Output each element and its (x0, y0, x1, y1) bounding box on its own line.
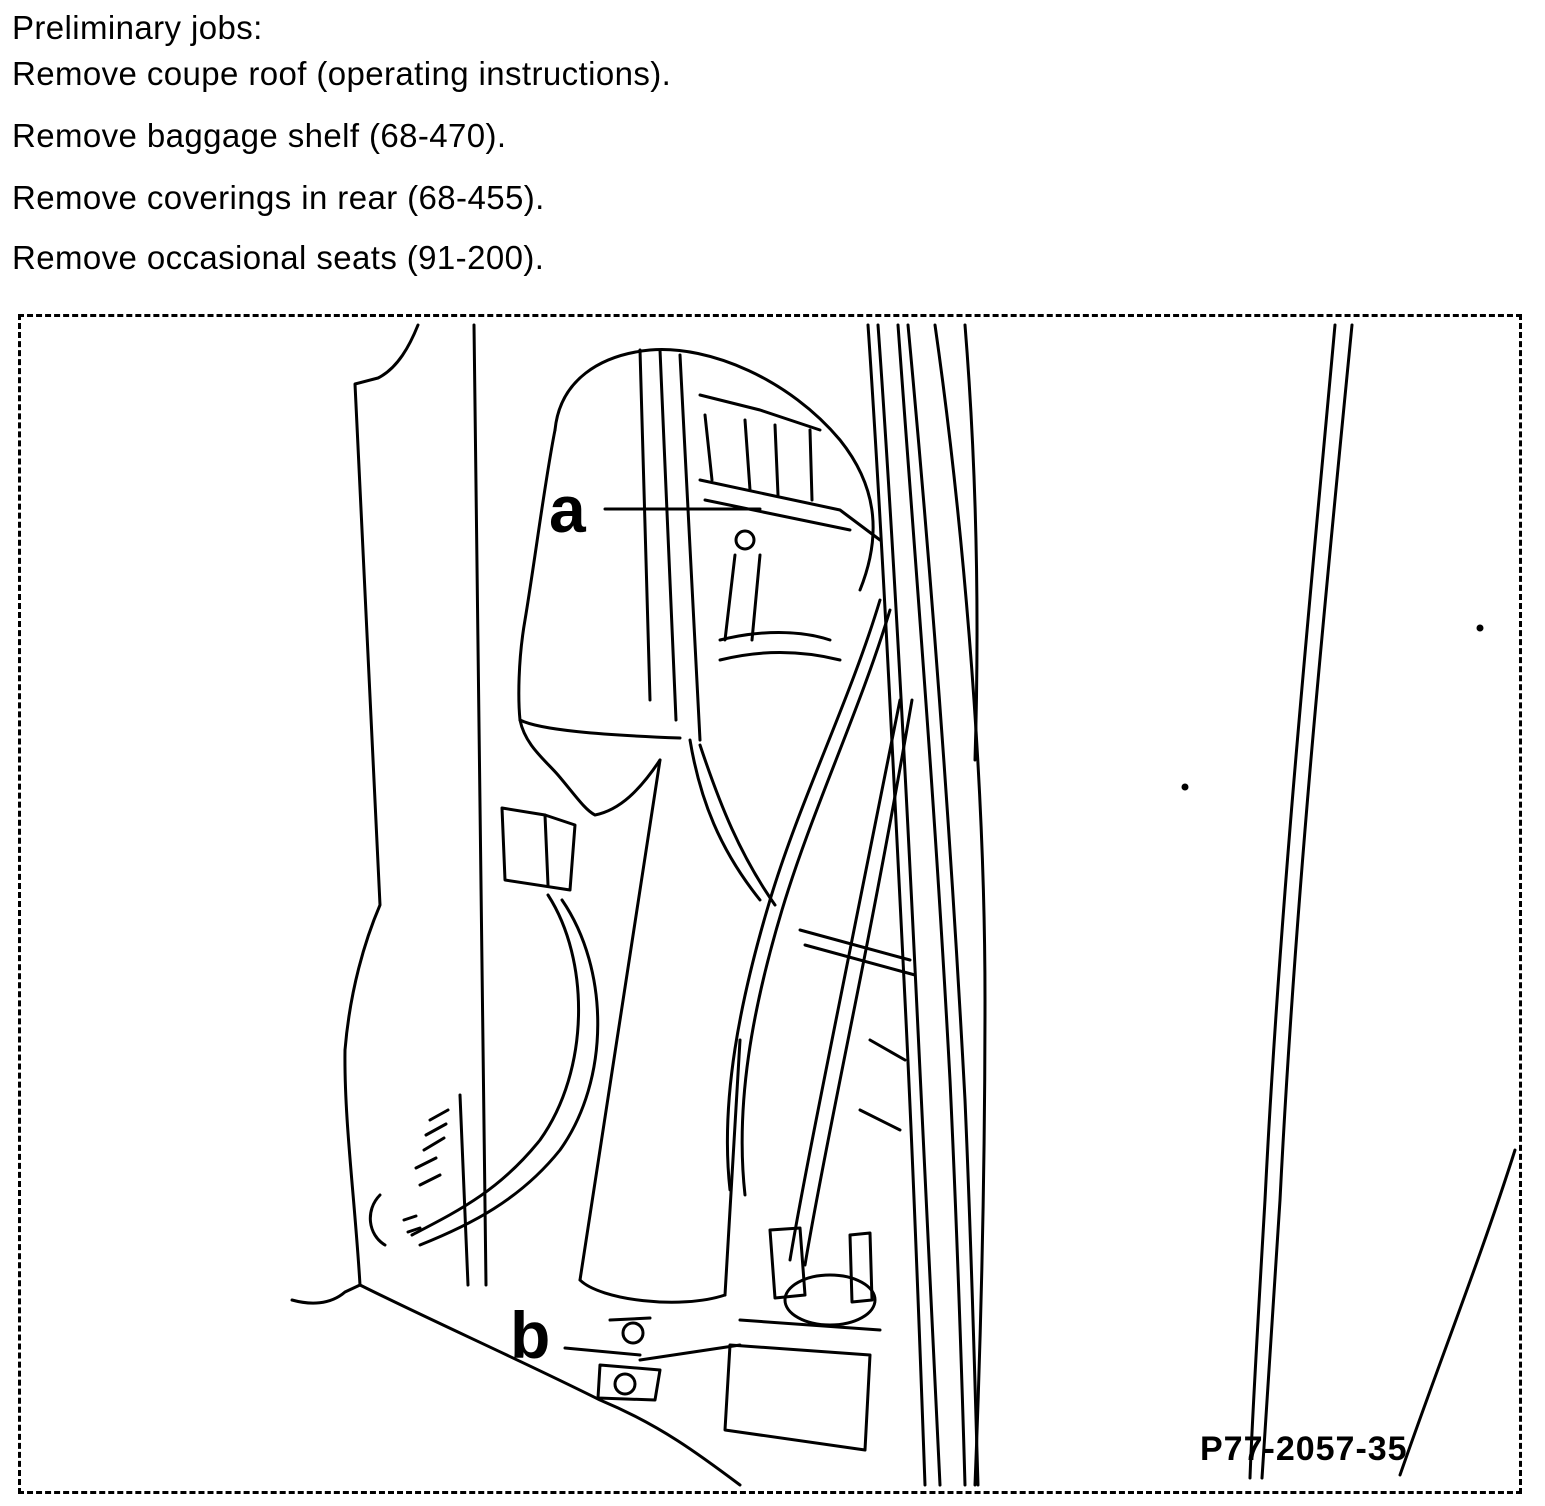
preliminary-jobs-heading: Preliminary jobs: (12, 9, 263, 46)
strut-housing (517, 348, 882, 1304)
callout-b-label: b (510, 1298, 551, 1372)
figure-frame (18, 314, 1522, 1494)
callout-leaders (563, 507, 762, 1357)
step-remove-baggage-shelf: Remove baggage shelf (68-470). (12, 117, 507, 154)
step-remove-occasional-seats: Remove occasional seats (91-200). (12, 239, 545, 276)
callout-b-leader (563, 1346, 642, 1357)
step-remove-coupe-roof: Remove coupe roof (operating instruction… (12, 55, 672, 92)
step-remove-coverings: Remove coverings in rear (68-455). (12, 179, 545, 216)
cable (410, 893, 600, 1247)
body-panel-outline (290, 323, 742, 1487)
mounting-bracket (500, 806, 577, 892)
lower-fittings (596, 1226, 882, 1452)
pillar-lines (1181, 323, 1517, 1480)
callout-a-label: a (549, 472, 586, 546)
hatch-marks (368, 1108, 450, 1247)
hydraulic-lines (725, 323, 987, 1487)
figure-id: P77-2057-35 (1200, 1430, 1408, 1468)
